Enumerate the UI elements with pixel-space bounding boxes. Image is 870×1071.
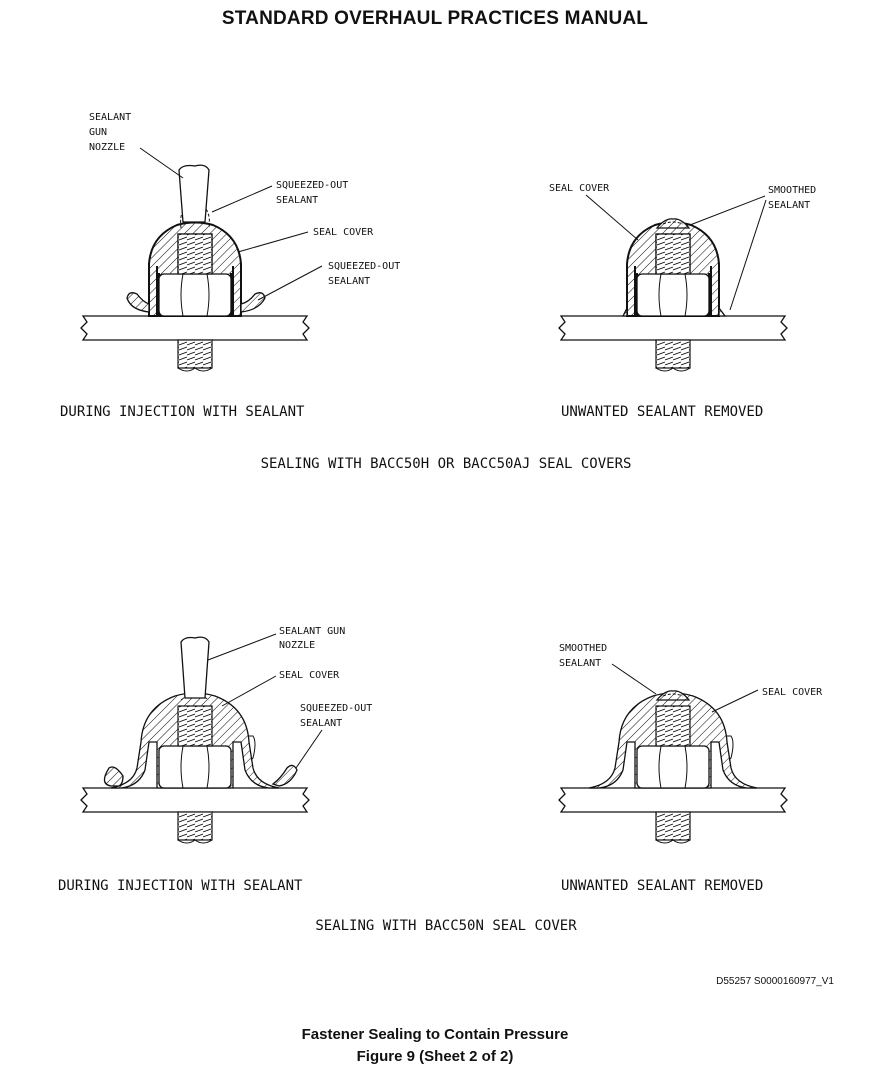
- leader-nozzle-bottom: [207, 633, 277, 661]
- label-squeezed-side-2: SEALANT: [328, 276, 370, 287]
- label-squeezed-top-2: SEALANT: [276, 195, 318, 206]
- label-smoothed-1: SMOOTHED: [768, 185, 816, 196]
- caption-top-right: UNWANTED SEALANT REMOVED: [561, 404, 763, 420]
- drawing-id: D55257 S0000160977_V1: [716, 976, 834, 987]
- bottom-left-assembly: [80, 636, 310, 844]
- label-nozzle-bottom: NOZZLE: [279, 640, 315, 651]
- section-title-top: SEALING WITH BACC50H OR BACC50AJ SEAL CO…: [261, 456, 632, 472]
- label-smoothed-2: SEALANT: [768, 200, 810, 211]
- label-squeezed-bottom-2: SEALANT: [300, 718, 342, 729]
- label-smoothed-bottom-2: SEALANT: [559, 658, 601, 669]
- leader-smoothed-bottom: [611, 663, 657, 695]
- label-seal-cover-right: SEAL COVER: [549, 183, 610, 194]
- label-sealant: SEALANT: [89, 112, 131, 123]
- leader-smoothed-top: [689, 195, 766, 226]
- leader-seal-cover-bottom-right: [711, 689, 759, 713]
- section-title-bottom: SEALING WITH BACC50N SEAL COVER: [315, 918, 577, 934]
- label-nozzle: NOZZLE: [89, 142, 125, 153]
- leader-smoothed-side: [729, 199, 767, 311]
- figure-sheet: Figure 9 (Sheet 2 of 2): [356, 1048, 514, 1065]
- leader-squeezed-side: [257, 265, 323, 301]
- bottom-right-assembly: [558, 690, 788, 844]
- label-smoothed-bottom-1: SMOOTHED: [559, 643, 607, 654]
- label-seal-cover: SEAL COVER: [313, 227, 374, 238]
- top-left-assembly: [80, 164, 310, 372]
- top-right-assembly: [558, 218, 788, 372]
- label-sealant-gun: SEALANT GUN: [279, 626, 345, 637]
- manual-title: STANDARD OVERHAUL PRACTICES MANUAL: [221, 8, 649, 29]
- caption-bottom-right: UNWANTED SEALANT REMOVED: [561, 878, 763, 894]
- label-seal-cover-bottom-right: SEAL COVER: [762, 687, 823, 698]
- label-squeezed-side-1: SQUEEZED-OUT: [328, 261, 400, 272]
- label-squeezed-top-1: SQUEEZED-OUT: [276, 180, 348, 191]
- leader-seal-cover: [237, 231, 309, 253]
- leader-squeezed-top: [211, 185, 273, 213]
- label-gun: GUN: [89, 127, 107, 138]
- leader-squeezed-bottom: [295, 729, 323, 769]
- leader-seal-cover-right: [585, 194, 639, 241]
- label-squeezed-bottom-1: SQUEEZED-OUT: [300, 703, 372, 714]
- label-seal-cover-bottom: SEAL COVER: [279, 670, 340, 681]
- leader-nozzle: [139, 147, 184, 179]
- leader-seal-cover-bottom: [221, 675, 277, 707]
- caption-top-left: DURING INJECTION WITH SEALANT: [60, 404, 305, 420]
- caption-bottom-left: DURING INJECTION WITH SEALANT: [58, 878, 303, 894]
- figure-caption: Fastener Sealing to Contain Pressure: [301, 1026, 569, 1043]
